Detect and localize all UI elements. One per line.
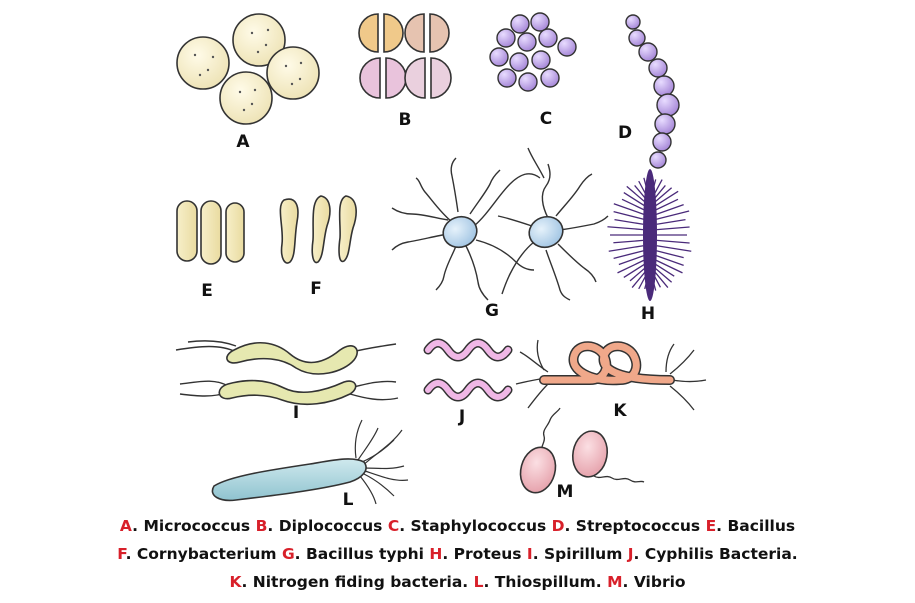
legend-entry: H. Proteus <box>429 545 521 563</box>
legend-entry: B. Diplococcus <box>256 517 383 535</box>
diplococcus-half <box>431 58 451 98</box>
panel-label-b: B <box>399 110 412 130</box>
diplococcus-half <box>386 58 406 98</box>
proteus-flagellum <box>657 240 690 243</box>
thiospillum-illustration <box>212 420 408 504</box>
diplococcus-half <box>430 14 449 52</box>
panel-label-j: J <box>458 407 465 427</box>
diplococcus-half <box>359 14 378 52</box>
spirillum-illustration <box>176 341 398 404</box>
diplococcus-half <box>360 58 380 98</box>
nitrogen-fixing-illustration <box>516 340 706 410</box>
diplococcus-half <box>405 58 425 98</box>
proteus-flagellum <box>657 227 690 230</box>
legend-entry: F. Cornybacterium <box>117 545 276 563</box>
proteus-cell <box>643 169 657 301</box>
panel-label-d: D <box>618 123 632 143</box>
panel-label-l: L <box>343 490 354 510</box>
legend-entry: G. Bacillus typhi <box>282 545 424 563</box>
proteus-flagellum <box>657 246 692 252</box>
micrococcus-cell <box>177 37 229 89</box>
cyphilis-illustration <box>428 343 508 397</box>
cornybacterium-illustration <box>280 196 356 263</box>
vibrio-cell <box>516 443 561 496</box>
panel-label-f: F <box>310 279 322 299</box>
proteus-illustration <box>607 169 691 301</box>
legend-line: F. Cornybacterium G. Bacillus typhi H. P… <box>0 540 915 568</box>
micrococcus-cell <box>220 72 272 124</box>
vibrio-illustration <box>516 408 644 497</box>
legend-line: K. Nitrogen fiding bacteria. L. Thiospil… <box>0 568 915 596</box>
legend-entry: I. Spirillum <box>527 545 622 563</box>
micrococcus-illustration <box>177 14 319 124</box>
micrococcus-cell <box>267 47 319 99</box>
diplococcus-half <box>384 14 403 52</box>
proteus-flagellum <box>613 240 643 242</box>
proteus-flagellum <box>614 220 643 225</box>
typhi-cell <box>439 212 481 252</box>
bacillus-illustration <box>177 201 244 264</box>
proteus-flagellum <box>657 220 686 225</box>
bacteria-diagram: A B C D E F <box>0 0 915 510</box>
legend-entry: L. Thiospillum. <box>474 573 602 591</box>
panel-label-c: C <box>540 109 552 129</box>
panel-label-g: G <box>485 301 499 321</box>
panel-label-m: M <box>557 482 574 502</box>
legend-entry: C. Staphylococcus <box>388 517 546 535</box>
proteus-flagellum <box>607 227 643 230</box>
panel-label-i: I <box>293 403 299 423</box>
vibrio-cell <box>569 428 610 479</box>
panel-label-h: H <box>641 304 655 324</box>
spirillum-cell <box>227 343 357 374</box>
bacillus-typhi-illustration <box>392 148 608 300</box>
legend-entry: J. Cyphilis Bacteria. <box>628 545 798 563</box>
legend-entry: D. Streptococcus <box>552 517 701 535</box>
panel-label-a: A <box>236 132 250 152</box>
legend-entry: K. Nitrogen fiding bacteria. <box>229 573 468 591</box>
legend-entry: M. Vibrio <box>607 573 685 591</box>
legend-caption: A. Micrococcus B. Diplococcus C. Staphyl… <box>0 512 915 596</box>
proteus-flagellum <box>609 246 644 252</box>
legend-entry: E. Bacillus <box>706 517 796 535</box>
panel-label-k: K <box>613 401 627 421</box>
staphylococcus-illustration <box>490 13 576 91</box>
legend-line: A. Micrococcus B. Diplococcus C. Staphyl… <box>0 512 915 540</box>
legend-entry: A. Micrococcus <box>120 517 250 535</box>
diplococcus-illustration <box>359 14 451 98</box>
streptococcus-illustration <box>626 15 679 168</box>
panel-label-e: E <box>201 281 213 301</box>
proteus-flagellum <box>619 256 644 265</box>
spirillum-cell <box>219 381 355 405</box>
diplococcus-half <box>405 14 424 52</box>
